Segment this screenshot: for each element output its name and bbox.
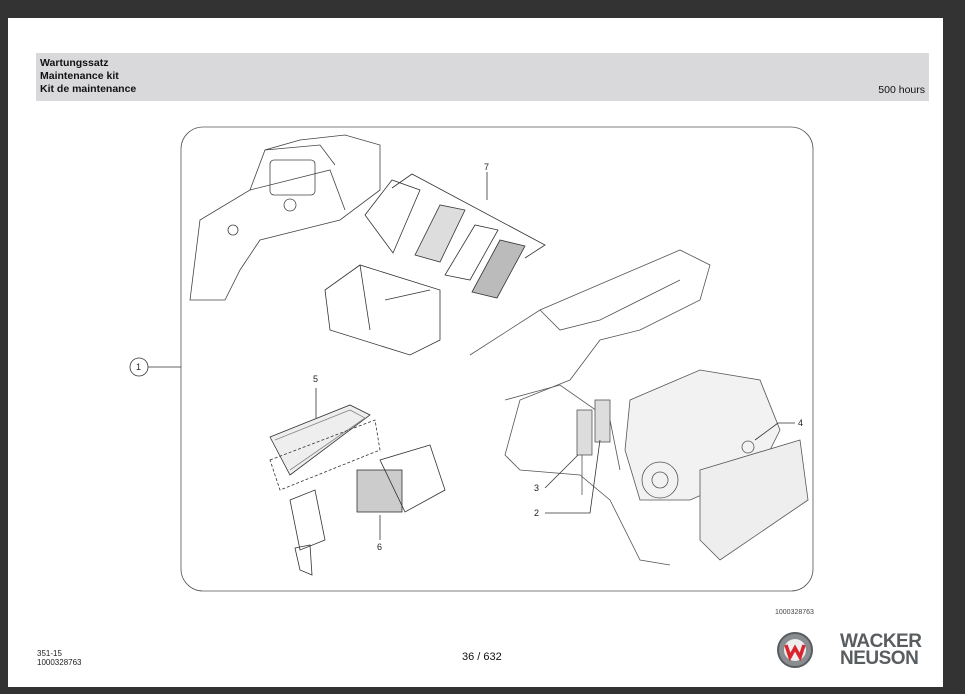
wacker-neuson-logo-icon [777,632,813,668]
engine-frame-illustration [469,249,809,566]
document-page [8,18,943,687]
callout-5: 5 [313,374,319,384]
title-en: Maintenance kit [40,70,119,82]
callout-3: 3 [534,483,540,493]
cab-console-illustration [189,134,381,301]
air-filter-illustration [269,388,381,491]
model-number: 351-15 [37,649,62,658]
document-number: 1000328763 [37,658,82,667]
filter-cartridge-illustration [289,444,446,576]
brand-line-1: WACKER [840,631,922,652]
brand-wordmark: WACKER NEUSON [840,631,922,669]
diagram-frame [180,126,814,592]
callout-6: 6 [377,542,383,552]
air-duct-illustration [324,264,441,356]
title-de: Wartungssatz [40,57,109,69]
callout-2: 2 [534,508,540,518]
callout-1: 1 [136,362,142,372]
section-header: Wartungssatz Maintenance kit Kit de main… [36,53,929,101]
callout-4: 4 [798,418,804,428]
callout-7: 7 [484,162,490,172]
figure-id: 1000328763 [775,609,814,616]
cabin-filters-illustration [364,172,546,299]
service-interval: 500 hours [878,84,925,96]
brand-line-2: NEUSON [840,648,919,669]
page-number: 36 / 632 [462,651,502,663]
title-fr: Kit de maintenance [40,83,137,95]
